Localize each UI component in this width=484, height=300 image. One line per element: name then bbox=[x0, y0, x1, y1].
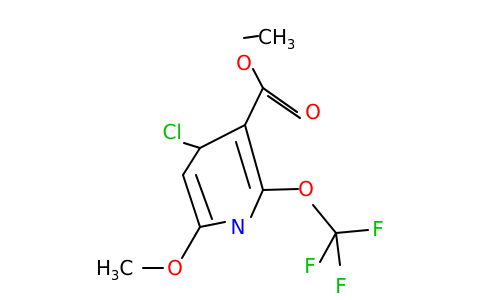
bond-c-o-double-a bbox=[262, 87, 298, 113]
bond-c4-c3 bbox=[199, 124, 246, 149]
bond-c6-omethoxy bbox=[181, 226, 201, 259]
nitrogen-atom-label: N bbox=[231, 215, 246, 239]
bond-c-o-double-b bbox=[267, 95, 301, 119]
bond-c-oester bbox=[252, 68, 264, 89]
methoxy-c-text: C bbox=[119, 256, 133, 280]
methoxy-h-text: H bbox=[96, 256, 111, 280]
methyl-group-label: CH3 bbox=[258, 25, 295, 53]
bond-oester-ch3 bbox=[243, 35, 259, 39]
bond-c5-c4 bbox=[182, 147, 201, 176]
bond-c3-c2-inner bbox=[235, 141, 251, 189]
bond-c3-ccarbonyl bbox=[244, 87, 264, 126]
bond-cf3-f-right bbox=[335, 229, 369, 234]
bond-c3-c2 bbox=[244, 124, 264, 191]
bond-c6-c5-inner bbox=[195, 174, 213, 220]
bond-c4-cl bbox=[183, 142, 201, 149]
methoxy-subscript: 3 bbox=[111, 269, 119, 284]
bond-n-c6 bbox=[199, 221, 226, 228]
fluorine-atom-label-right: F bbox=[372, 217, 384, 241]
methyl-ch-text: CH bbox=[258, 25, 287, 49]
methyl-subscript: 3 bbox=[287, 38, 295, 53]
bond-c2-n bbox=[250, 189, 264, 218]
bond-c2-o bbox=[262, 188, 299, 191]
ester-oxygen-label: O bbox=[236, 51, 252, 75]
bond-cf3-f-bottom bbox=[335, 232, 341, 266]
chlorine-atom-label: Cl bbox=[162, 120, 182, 144]
methoxy-methyl-label: H3C bbox=[96, 256, 133, 284]
methoxy-oxygen-label: O bbox=[167, 256, 183, 280]
bond-o-cf3 bbox=[312, 204, 337, 234]
bond-c6-c5 bbox=[182, 174, 201, 228]
fluorine-atom-label-bottom: F bbox=[335, 274, 347, 298]
trifluoromethoxy-oxygen-label: O bbox=[298, 177, 314, 201]
fluorine-atom-label-left: F bbox=[304, 254, 316, 278]
carbonyl-oxygen-label: O bbox=[305, 100, 321, 124]
bond-cf3-f-left bbox=[319, 232, 337, 263]
